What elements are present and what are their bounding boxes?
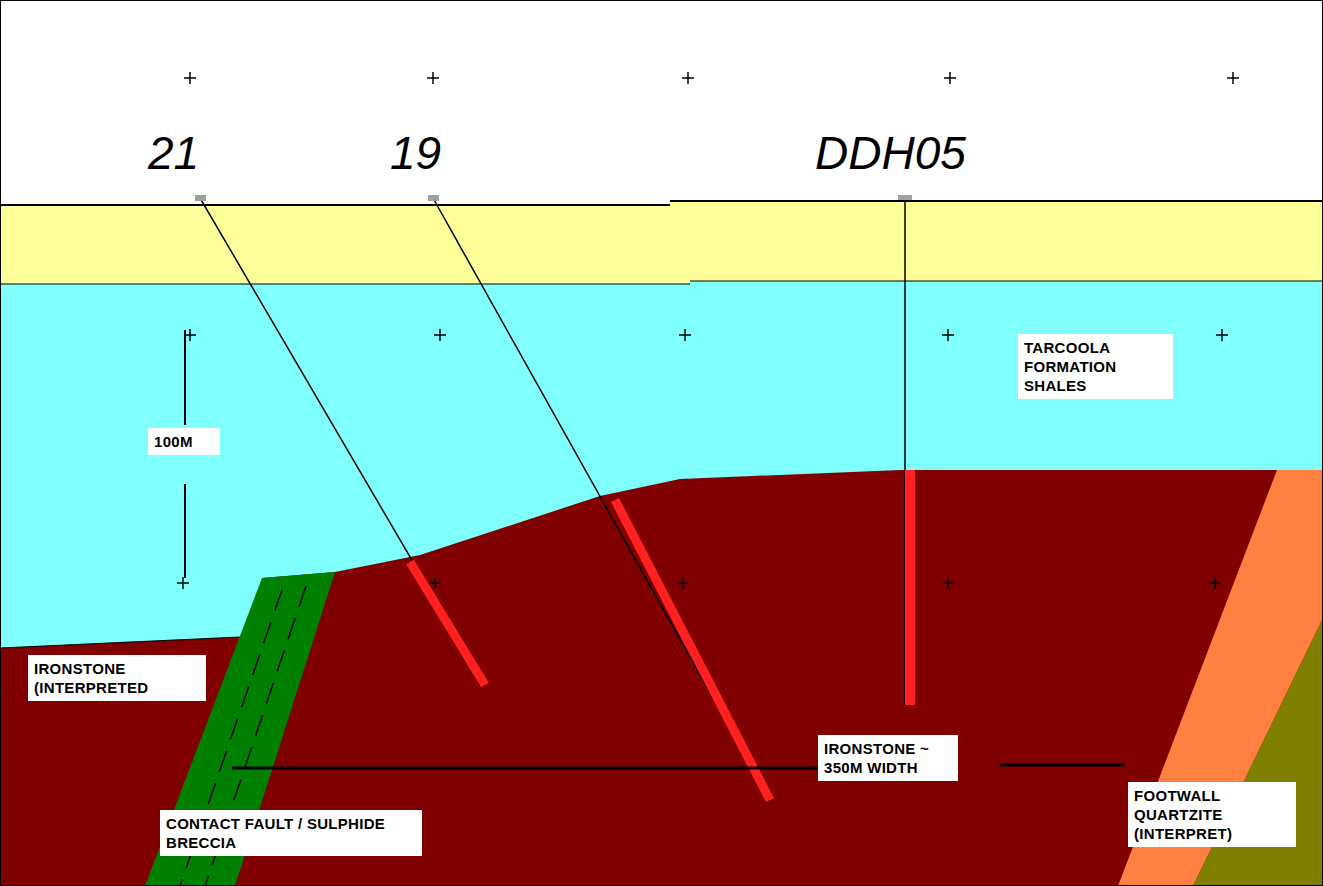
label-text: CONTACT FAULT / SULPHIDE BRECCIA [166, 814, 416, 852]
width-dimension [232, 765, 1125, 768]
unit-label: CONTACT FAULT / SULPHIDE BRECCIA [160, 810, 422, 856]
unit-label: TARCOOLA FORMATION SHALES [1018, 334, 1173, 399]
dimension-label: IRONSTONE ~ 350M WIDTH [818, 735, 958, 781]
ironstone-body [0, 470, 1323, 886]
drillhole-id: DDH05 [815, 128, 966, 178]
scale-label: 100M [148, 428, 220, 455]
label-text: IRONSTONE (INTERPRETED [34, 659, 200, 697]
cover-band [0, 200, 1323, 284]
grid-crosses [177, 72, 1239, 589]
shale-unit [0, 281, 1323, 886]
unit-label: IRONSTONE (INTERPRETED [28, 655, 206, 701]
drillhole-id: 21 [148, 128, 199, 178]
footwall-quartzite [1118, 470, 1323, 886]
unit-label: FOOTWALL QUARTZITE (INTERPRET) [1128, 782, 1296, 847]
drill-holes [195, 195, 912, 800]
label-text: IRONSTONE ~ 350M WIDTH [824, 739, 952, 777]
drillhole-id: 19 [390, 128, 441, 178]
label-text: TARCOOLA FORMATION SHALES [1024, 338, 1167, 395]
label-text: 100M [154, 432, 214, 451]
label-text: FOOTWALL QUARTZITE (INTERPRET) [1134, 786, 1290, 843]
